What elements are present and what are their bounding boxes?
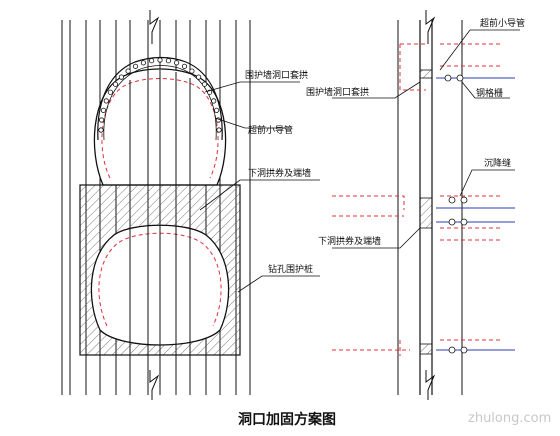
front-leaders [199, 81, 320, 293]
advance-pipe-circle [189, 68, 195, 74]
advance-pipe-circle [125, 68, 131, 74]
advance-pipe-circle [132, 63, 139, 69]
label-side-advance-pipe: 超前小导管 [480, 17, 525, 29]
advance-pipe-circle [112, 81, 119, 87]
advance-pipe-circle [214, 107, 220, 113]
side-leaders [332, 29, 520, 249]
break-symbol-bottom [149, 370, 160, 400]
advance-pipe-circle [157, 57, 163, 63]
advance-pipe-circle [165, 58, 171, 64]
lower-cavern [90, 222, 230, 350]
label-wall-mouth-arch: 围护墙洞口套拱 [245, 69, 308, 81]
upper-cavern [93, 68, 227, 190]
label-settlement-joint: 沉降缝 [484, 157, 511, 169]
side-section: 超前小导管 围护墙洞口套拱 钢格栅 沉降缝 下洞拱券及端墙 [306, 10, 525, 400]
label-advance-pipe: 超前小导管 [248, 124, 293, 136]
advance-pipe-circle [181, 63, 188, 69]
advance-pipe-circle [140, 60, 146, 66]
side-break-bottom [425, 370, 436, 400]
advance-pipe-circle [100, 107, 107, 113]
side-break-top [425, 10, 436, 44]
side-collar-bot [419, 343, 433, 355]
advance-pipe-circle [99, 117, 105, 123]
side-dashed-outlines [332, 43, 500, 356]
advance-pipe-circle [211, 98, 217, 104]
label-side-wall-mouth-arch: 围护墙洞口套拱 [306, 86, 369, 98]
diagram-caption: 洞口加固方案图 [238, 411, 336, 428]
advance-pipe-circle [149, 58, 155, 64]
advance-pipe-circle [196, 74, 202, 80]
front-elevation: 围护墙洞口套拱 超前小导管 下洞拱券及端墙 钻孔围护桩 [61, 10, 320, 400]
advance-pipe-circle [103, 98, 109, 104]
side-collar-mid [419, 197, 433, 229]
arch-collar [97, 56, 223, 141]
watermark: zhulong.com [468, 411, 551, 426]
label-side-lower-cavern-wall: 下洞拱券及端墙 [318, 235, 381, 247]
advance-pipe-circle [174, 60, 180, 66]
advance-pipe-circle [216, 127, 222, 133]
advance-pipe-circle [107, 89, 114, 95]
label-lower-cavern-wall: 下洞拱券及端墙 [248, 167, 311, 179]
side-collar-top [419, 69, 433, 79]
side-blue-pipes [436, 77, 515, 351]
side-steel-frame-circles [444, 74, 468, 354]
advance-pipe-circles [98, 57, 222, 133]
advance-pipe-circle [98, 127, 104, 133]
break-symbol-top [149, 10, 160, 44]
advance-pipe-circle [118, 74, 125, 80]
advance-pipe-circle [202, 81, 208, 87]
label-bored-pile: 钻孔围护桩 [268, 263, 313, 275]
label-steel-frame: 钢格栅 [476, 87, 503, 99]
